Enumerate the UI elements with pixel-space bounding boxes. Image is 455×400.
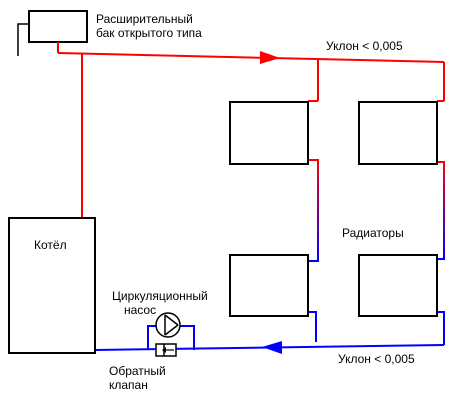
supply-piping xyxy=(57,42,445,218)
radiator-link-left xyxy=(308,159,319,262)
radiator-link-right xyxy=(437,161,445,260)
expansion-tank xyxy=(28,10,88,43)
return-flow-arrow xyxy=(262,341,282,354)
supply-main xyxy=(57,52,445,63)
tank-overflow-pipe xyxy=(17,23,29,56)
expansion-tank-label-line2: бак открытого типа xyxy=(96,26,202,40)
radiator-lower-right xyxy=(358,254,438,317)
pump-label-line1: Циркуляционный xyxy=(112,289,208,303)
check-valve-label-line1: Обратный xyxy=(109,364,166,378)
radiator-lower-left xyxy=(229,254,309,317)
radiators-label: Радиаторы xyxy=(342,226,404,240)
expansion-tank-label-line1: Расширительный xyxy=(96,12,193,26)
supply-flow-arrow xyxy=(260,51,280,64)
pump-label-line2: насос xyxy=(124,303,157,317)
return-riser-middle xyxy=(308,311,317,342)
supply-slope-label: Уклон < 0,005 xyxy=(326,39,403,53)
boiler xyxy=(8,217,96,354)
return-piping xyxy=(94,311,445,351)
return-riser-right xyxy=(437,311,445,345)
boiler-label: Котёл xyxy=(34,238,67,252)
return-slope-label: Уклон < 0,005 xyxy=(338,352,415,366)
radiator-upper-left xyxy=(229,101,309,165)
circulation-pump xyxy=(155,312,181,338)
radiator-upper-right xyxy=(358,101,438,165)
check-valve xyxy=(155,343,177,357)
check-valve-label-line2: клапан xyxy=(109,378,148,392)
